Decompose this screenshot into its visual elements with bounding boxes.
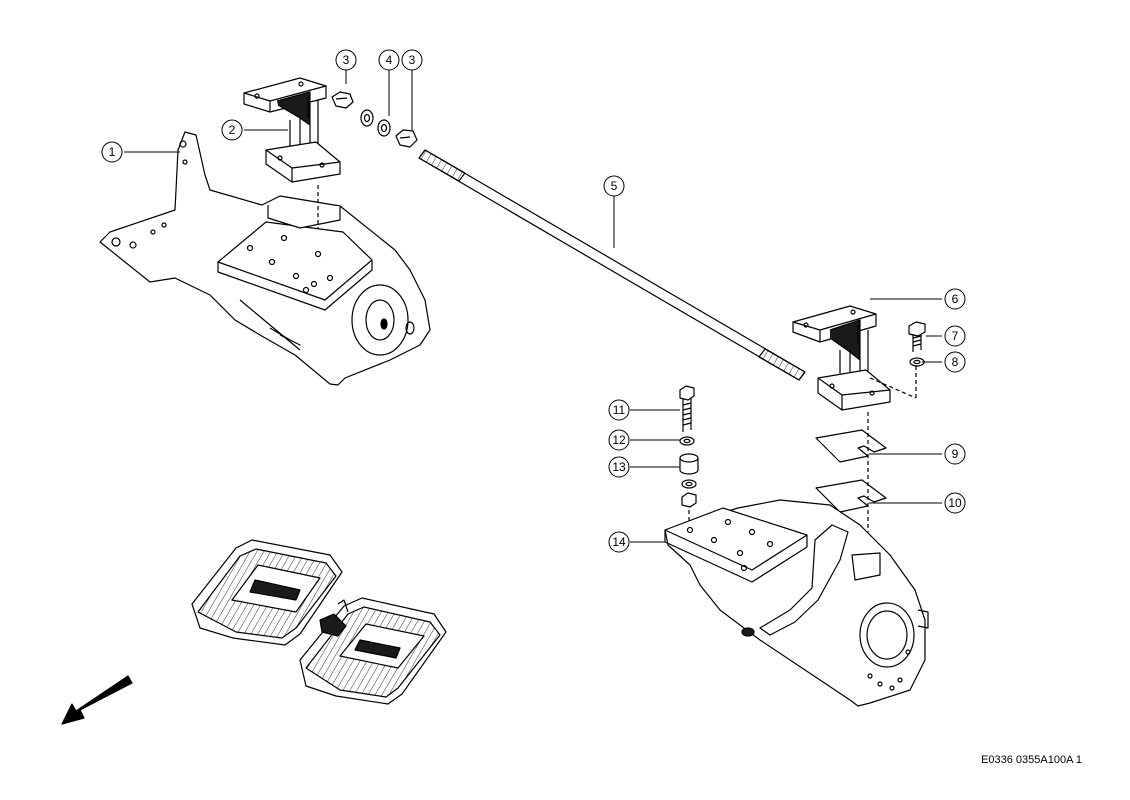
left-track-frame <box>99 131 431 386</box>
callout-1 <box>101 141 123 163</box>
callout-7 <box>944 325 966 347</box>
callout-5 <box>603 175 625 197</box>
callout-11 <box>608 399 630 421</box>
nut-a <box>331 91 354 109</box>
callout-4 <box>378 49 400 71</box>
callout-14 <box>608 531 630 553</box>
direction-arrow <box>61 675 133 725</box>
document-reference: E0336 0355A100A 1 <box>981 754 1082 766</box>
callout-6 <box>944 288 966 310</box>
threaded-rod <box>418 149 806 381</box>
washer-8 <box>909 357 925 367</box>
shim-10 <box>815 479 887 513</box>
callout-label-11: 11 <box>613 403 626 417</box>
callout-3b <box>401 49 423 71</box>
callouts <box>101 49 966 553</box>
nut-b <box>395 129 418 148</box>
callout-label-9: 9 <box>952 447 959 461</box>
washer-b <box>377 119 391 137</box>
shim-9 <box>815 429 887 463</box>
washer-12 <box>679 436 695 446</box>
track-overview-illustration <box>191 539 447 705</box>
callout-13 <box>608 456 630 478</box>
callout-label-10: 10 <box>948 496 962 510</box>
bolt-7 <box>908 321 926 352</box>
callout-label-3a: 3 <box>343 53 350 67</box>
callout-8 <box>944 351 966 373</box>
callout-9 <box>944 443 966 465</box>
callout-label-14: 14 <box>612 535 626 549</box>
callout-label-3b: 3 <box>409 53 416 67</box>
right-track-frame <box>664 499 929 707</box>
callout-label-13: 13 <box>612 460 626 474</box>
washer-a <box>360 109 374 127</box>
callout-label-6: 6 <box>952 292 959 306</box>
right-bracket <box>792 305 917 411</box>
callout-label-5: 5 <box>611 179 618 193</box>
callout-label-4: 4 <box>386 53 393 67</box>
callout-10 <box>944 492 966 514</box>
callout-label-1: 1 <box>109 145 116 159</box>
callout-2 <box>221 119 243 141</box>
left-bracket <box>243 77 341 228</box>
callout-3a <box>335 49 357 71</box>
callout-label-8: 8 <box>952 355 959 369</box>
callout-label-2: 2 <box>229 123 236 137</box>
callout-12 <box>608 429 630 451</box>
callout-label-12: 12 <box>612 433 626 447</box>
bolt-11 <box>679 385 695 432</box>
callout-label-7: 7 <box>952 329 959 343</box>
spacer-13 <box>679 453 699 475</box>
